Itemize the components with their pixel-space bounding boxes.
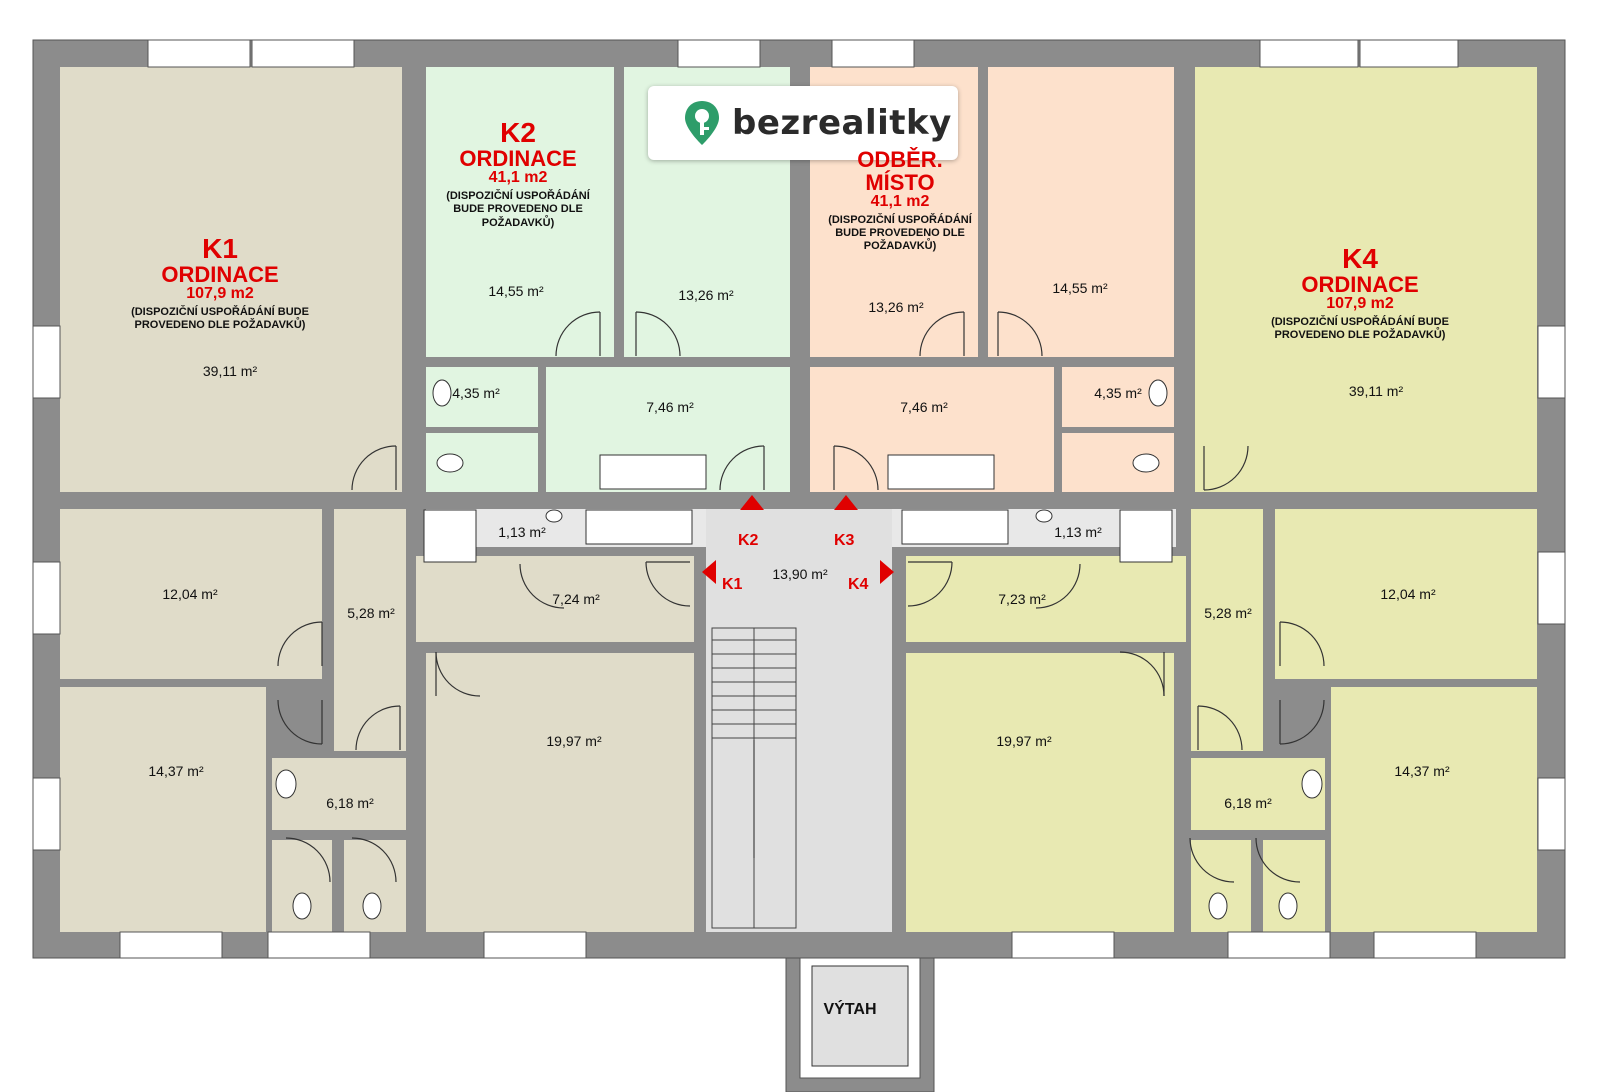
room-area-k3-b: 14,55 m²: [1052, 280, 1108, 296]
room-area-k2-a: 14,55 m²: [488, 283, 544, 299]
unit-note-line: BUDE PROVEDENO DLE: [453, 203, 583, 216]
room-area-k2-b: 13,26 m²: [678, 287, 734, 303]
unit-area: 41,1 m2: [488, 169, 548, 187]
room-area-k1-hall: 5,28 m²: [347, 605, 395, 621]
bezrealitky-logo: bezrealitky: [648, 86, 958, 160]
room-area-k4-r12: 12,04 m²: [1380, 586, 1436, 602]
map-pin-key-icon: [685, 101, 719, 145]
room-area-k1-kitchen: 7,24 m²: [552, 591, 600, 607]
unit-k1-label: K1 ORDINACE 107,9 m2 (DISPOZIČNÍ USPOŘÁD…: [110, 234, 330, 333]
unit-name: ODBĚR.: [857, 147, 943, 172]
unit-code: K4: [1342, 243, 1378, 274]
room-area-k1-r19: 19,97 m²: [546, 733, 602, 749]
unit-note-line: PROVEDENO DLE POŽADAVKŮ): [134, 319, 306, 332]
unit-k2-label: K2 ORDINACE 41,1 m2 (DISPOZIČNÍ USPOŘÁDÁ…: [428, 118, 608, 230]
room-area-k1-main: 39,11 m²: [202, 363, 258, 379]
room-area-k1-r12: 12,04 m²: [162, 586, 218, 602]
unit-k3-label: ODBĚR. MÍSTO 41,1 m2 (DISPOZIČNÍ USPOŘÁD…: [810, 148, 990, 254]
room-area-k3-wc: 4,35 m²: [1094, 385, 1142, 401]
room-area-k4-hall: 5,28 m²: [1204, 605, 1252, 621]
unit-note-line: PROVEDENO DLE POŽADAVKŮ): [1274, 329, 1446, 342]
unit-note-line: (DISPOZIČNÍ USPOŘÁDÁNÍ: [446, 190, 590, 203]
unit-note-line: (DISPOZIČNÍ USPOŘÁDÁNÍ: [828, 213, 972, 226]
unit-name: ORDINACE: [1301, 272, 1419, 298]
unit-note-line: (DISPOZIČNÍ USPOŘÁDÁNÍ BUDE: [131, 306, 309, 319]
entrance-marker-k4: K4: [848, 576, 869, 593]
entrance-marker-k2: K2: [738, 532, 759, 549]
unit-area: 107,9 m2: [186, 285, 254, 303]
elevator-shaft: [785, 957, 935, 1092]
elevator-label: VÝTAH: [823, 1001, 877, 1018]
room-area-wc-small-right: 1,13 m²: [1054, 524, 1102, 540]
logo-text: bezrealitky: [732, 103, 952, 143]
room-area-k1-wc: 6,18 m²: [326, 795, 374, 811]
room-area-k3-hall: 7,46 m²: [900, 399, 948, 415]
room-area-k3-a: 13,26 m²: [868, 299, 924, 315]
room-area-corridor: 13,90 m²: [772, 566, 828, 582]
doors: [277, 311, 1325, 883]
entrance-marker-k1: K1: [722, 576, 743, 593]
unit-note-line: BUDE PROVEDENO DLE: [835, 227, 965, 240]
room-area-wc-small-left: 1,13 m²: [498, 524, 546, 540]
unit-area: 107,9 m2: [1326, 295, 1394, 313]
room-area-k4-kitchen: 7,23 m²: [998, 591, 1046, 607]
unit-note-line: POŽADAVKŮ): [481, 216, 555, 229]
staircase: [711, 627, 797, 929]
room-area-k1-r14: 14,37 m²: [148, 763, 204, 779]
room-area-k2-hall: 7,46 m²: [646, 399, 694, 415]
unit-note-line: (DISPOZIČNÍ USPOŘÁDÁNÍ BUDE: [1271, 316, 1449, 329]
unit-note-line: POŽADAVKŮ): [863, 240, 937, 253]
room-area-k4-r14: 14,37 m²: [1394, 763, 1450, 779]
fixtures: [275, 379, 1323, 920]
unit-code: K2: [500, 117, 536, 148]
unit-area: 41,1 m2: [870, 193, 930, 211]
unit-name: ORDINACE: [161, 262, 279, 288]
unit-name: MÍSTO: [865, 170, 935, 196]
room-area-k4-main: 39,11 m²: [1348, 383, 1404, 399]
windows: [32, 39, 1566, 959]
unit-k2-area: [426, 67, 790, 492]
entrance-marker-k3: K3: [834, 532, 855, 549]
unit-name: ORDINACE: [459, 146, 577, 172]
unit-k4-label: K4 ORDINACE 107,9 m2 (DISPOZIČNÍ USPOŘÁD…: [1250, 244, 1470, 343]
room-area-k4-wc: 6,18 m²: [1224, 795, 1272, 811]
room-area-k2-wc: 4,35 m²: [452, 385, 500, 401]
unit-k4-area: [906, 67, 1537, 932]
unit-k1-area: [60, 67, 694, 932]
unit-code: K1: [202, 233, 238, 264]
entrance-markers: [702, 495, 894, 584]
room-area-k4-r19: 19,97 m²: [996, 733, 1052, 749]
